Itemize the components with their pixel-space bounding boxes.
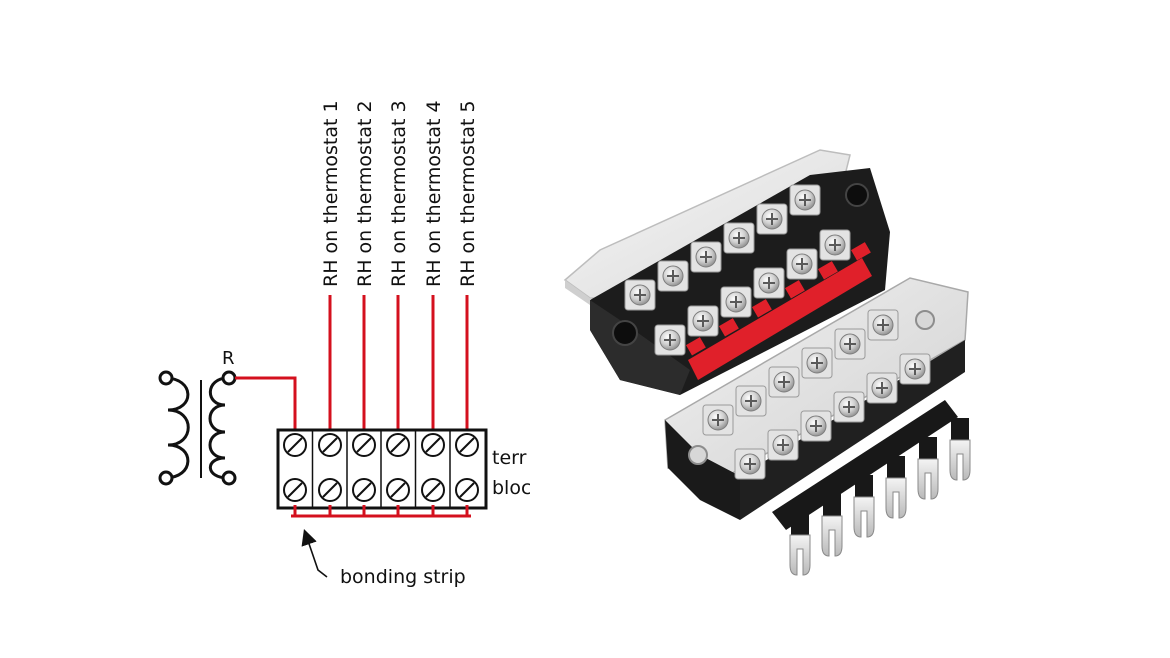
transformer-symbol	[158, 370, 237, 486]
terminal-screw	[768, 366, 800, 398]
thermostat-labels: RH on thermostat 1 RH on thermostat 2 RH o…	[320, 100, 479, 287]
screw-symbol	[283, 433, 307, 457]
thermostat-label: RH on thermostat 2	[354, 100, 376, 287]
jumper-fork	[789, 513, 811, 576]
screw-symbol	[386, 433, 410, 457]
jumper-fork	[917, 437, 939, 500]
red-jumper-tab	[785, 280, 805, 299]
jumper-fork	[853, 475, 875, 538]
screw-symbol	[352, 433, 376, 457]
black-jumper-strip	[772, 400, 971, 576]
screw-symbol	[352, 478, 376, 502]
red-jumper-tab	[719, 318, 739, 337]
terminal-block-schematic	[276, 428, 488, 510]
terminal-screw	[834, 328, 866, 360]
terminal-screw	[720, 286, 752, 318]
red-jumper-tab	[818, 261, 838, 280]
bonding-strip-label: bonding strip	[340, 566, 466, 588]
block-label-line1: terr	[492, 447, 527, 469]
terminal-block-product-render	[563, 149, 971, 576]
screw-symbol	[318, 433, 342, 457]
terminal-screw	[867, 309, 899, 341]
thermostat-label: RH on thermostat 3	[388, 100, 410, 287]
thermostat-label: RH on thermostat 1	[320, 100, 342, 287]
screw-symbol	[455, 433, 479, 457]
red-jumper-bar	[688, 258, 872, 380]
terminal-screw	[657, 260, 689, 292]
terminal-screw	[702, 404, 734, 436]
terminal-screw	[624, 279, 656, 311]
terminal-screw	[801, 347, 833, 379]
bonding-arrow	[301, 528, 328, 578]
block-label-clip: terr bloc	[492, 447, 531, 499]
jumper-fork	[885, 456, 907, 519]
terminal-screw	[767, 429, 799, 461]
terminal-screw	[723, 222, 755, 254]
transformer-tap-label: R	[222, 348, 235, 369]
terminal-screw	[735, 385, 767, 417]
terminal-screw	[654, 324, 686, 356]
thermostat-wires	[328, 295, 469, 434]
terminal-screw	[833, 391, 865, 423]
red-jumper-tab	[851, 242, 871, 261]
terminal-screw	[734, 448, 766, 480]
clear-terminal-block	[664, 277, 969, 520]
terminal-screw	[756, 203, 788, 235]
screw-symbol	[455, 478, 479, 502]
screw-symbol	[283, 478, 307, 502]
terminal-screw	[899, 353, 931, 385]
jumper-forks	[789, 418, 971, 576]
screw-symbol	[421, 478, 445, 502]
thermostat-label: RH on thermostat 4	[423, 100, 445, 287]
terminal-screw	[866, 372, 898, 404]
thermostat-label: RH on thermostat 5	[457, 100, 479, 287]
terminal-screw	[690, 241, 722, 273]
block-label-line2: bloc	[492, 477, 531, 499]
r-feed-wire	[235, 376, 297, 432]
jumper-fork	[949, 418, 971, 481]
clear-block-screws	[702, 309, 931, 480]
assembled-terminal-block	[563, 149, 890, 395]
bonding-strip	[291, 505, 471, 518]
terminal-screw	[687, 305, 719, 337]
screw-symbol	[386, 478, 410, 502]
red-jumper-strip	[686, 242, 872, 380]
terminal-screw	[753, 267, 785, 299]
terminal-screws	[283, 433, 479, 502]
terminal-dividers	[311, 430, 451, 508]
terminal-screw	[786, 248, 818, 280]
screw-symbol	[421, 433, 445, 457]
red-jumper-tab	[752, 299, 772, 318]
terminal-screw	[789, 184, 821, 216]
red-jumper-tab	[686, 337, 706, 356]
terminal-screw	[819, 229, 851, 261]
jumper-fork	[821, 494, 843, 557]
assembled-screws	[624, 184, 851, 356]
terminal-screw	[800, 410, 832, 442]
screw-symbol	[318, 478, 342, 502]
